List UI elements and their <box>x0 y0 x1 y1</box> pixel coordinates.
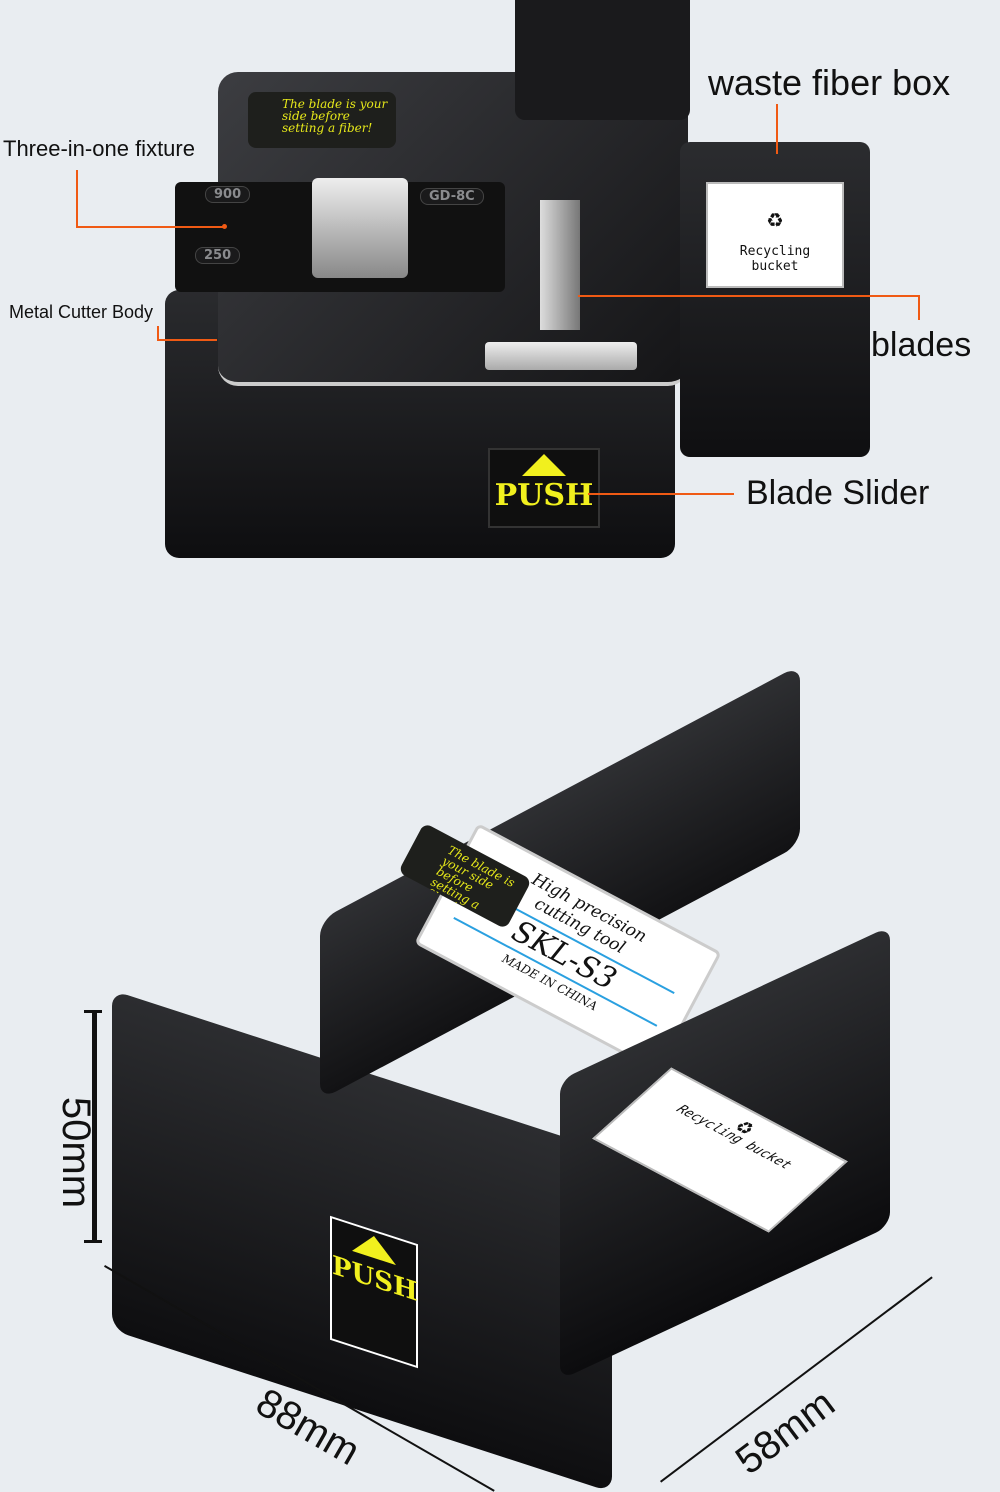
cutter-angled-view: High precision cutting tool SKL-S3 MADE … <box>0 664 1000 1492</box>
width-dimension: 58mm <box>727 1381 843 1484</box>
blade-arm <box>515 0 690 120</box>
warning-text: The blade is your side before setting a … <box>282 97 388 135</box>
recycle-bin-icon: ♻ <box>767 204 783 234</box>
label-fixture: Three-in-one fixture <box>3 136 195 161</box>
fixture-mark-250: 250 <box>195 247 241 264</box>
push-label: PUSH <box>332 1250 418 1309</box>
blade <box>540 200 580 330</box>
warning-sticker: The blade is your side before setting a … <box>248 92 396 148</box>
label-slider: Blade Slider <box>746 474 930 512</box>
push-slider[interactable]: PUSH <box>488 448 600 528</box>
recycling-bucket-sticker: ♻ Recycling bucket <box>706 182 844 288</box>
bucket-label: Recycling bucket <box>739 244 811 274</box>
push-label: PUSH <box>494 478 594 513</box>
label-blades: blades <box>871 326 972 364</box>
label-waste-box: waste fiber box <box>708 62 951 103</box>
blade-cover <box>485 342 637 370</box>
height-dimension-line <box>92 1010 97 1242</box>
height-dimension: 50mm <box>54 1096 99 1209</box>
fixture-mark-900: 900 <box>205 186 251 203</box>
fixture-mark-gd8c: GD-8C <box>420 188 484 205</box>
label-body: Metal Cutter Body <box>9 302 154 322</box>
fixture-clamp <box>312 178 408 278</box>
cutter-top-view: 900 250 GD-8C The blade is your side bef… <box>0 0 1000 600</box>
push-arrow-icon <box>522 454 566 476</box>
